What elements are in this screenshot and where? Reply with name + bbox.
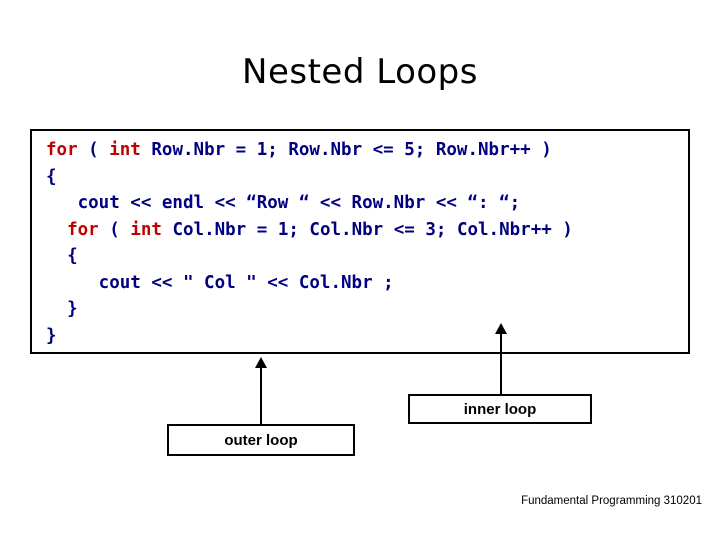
code-token: { [46, 166, 57, 187]
code-token: cout << " Col " << Col.Nbr ; [46, 272, 394, 293]
code-line: for ( int Col.Nbr = 1; Col.Nbr <= 3; Col… [46, 217, 573, 244]
outer-loop-label-text: outer loop [224, 431, 298, 449]
code-token: } [46, 325, 57, 346]
code-line: } [46, 296, 573, 323]
inner-loop-connector-line [500, 334, 502, 394]
page-title: Nested Loops [242, 52, 478, 92]
outer-loop-label: outer loop [167, 424, 355, 456]
code-text: for ( int Row.Nbr = 1; Row.Nbr <= 5; Row… [46, 137, 573, 349]
code-line: { [46, 243, 573, 270]
code-line: cout << " Col " << Col.Nbr ; [46, 270, 573, 297]
code-line: } [46, 323, 573, 350]
inner-loop-arrow-icon [495, 323, 507, 334]
code-line: for ( int Row.Nbr = 1; Row.Nbr <= 5; Row… [46, 137, 573, 164]
code-line: cout << endl << “Row “ << Row.Nbr << “: … [46, 190, 573, 217]
code-token: for [46, 140, 89, 160]
inner-loop-label-text: inner loop [463, 400, 537, 418]
code-token [46, 220, 67, 240]
inner-loop-label: inner loop [408, 394, 592, 424]
code-token: cout << endl << “Row “ << Row.Nbr << “: … [46, 193, 521, 213]
outer-loop-connector-line [260, 368, 262, 424]
footer-text: Fundamental Programming 310201 [521, 495, 702, 507]
code-token: int [109, 140, 152, 160]
code-token: ( [88, 140, 110, 160]
code-block: for ( int Row.Nbr = 1; Row.Nbr <= 5; Row… [30, 129, 690, 354]
code-token: { [46, 246, 78, 266]
code-token: } [46, 299, 78, 319]
code-token: Col.Nbr = 1; Col.Nbr <= 3; Col.Nbr++ ) [172, 219, 573, 240]
code-token: Row.Nbr = 1; Row.Nbr <= 5; Row.Nbr++ ) [151, 140, 552, 160]
code-token: ( [109, 219, 131, 240]
code-line: { [46, 164, 573, 191]
code-token: for [67, 219, 110, 240]
code-token: int [130, 219, 173, 240]
outer-loop-arrow-icon [255, 357, 267, 368]
